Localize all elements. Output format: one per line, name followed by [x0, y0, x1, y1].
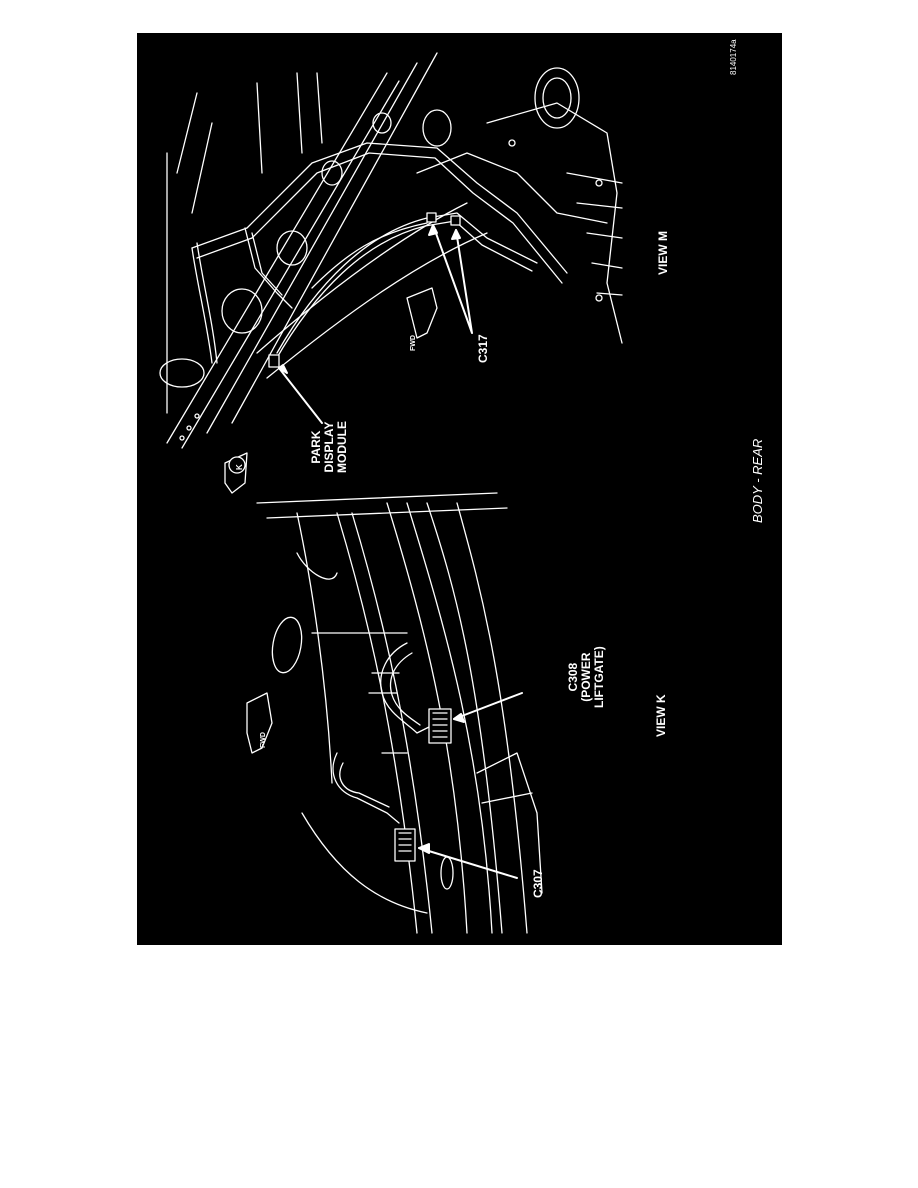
view-k-title: VIEW K	[654, 694, 668, 737]
c308-label: C308 (POWER LIFTGATE)	[566, 646, 606, 708]
wiring-diagram-panel: 8140174a VIEW M C317 PARK DISPLAY MODULE…	[137, 33, 782, 945]
view-m-fwd-label: FWD	[410, 335, 417, 351]
park-display-module-line-3: MODULE	[335, 421, 349, 473]
view-m-fwd-arrows	[224, 287, 438, 494]
view-k-wiring-harness	[332, 642, 452, 862]
view-m-leader-lines	[278, 224, 473, 424]
c307-label: C307	[531, 869, 545, 898]
view-k-fwd-arrow	[246, 692, 273, 754]
park-display-module-label: PARK DISPLAY MODULE	[309, 421, 349, 473]
view-k-leader-lines	[418, 692, 523, 879]
figure-number: 8140174a	[729, 39, 738, 75]
view-ref-k-label: K	[235, 464, 244, 470]
view-k-fwd-label: FWD	[260, 732, 267, 748]
c308-line-3: LIFTGATE)	[592, 646, 606, 708]
view-m-wiring-harness	[191, 142, 568, 368]
view-m-body-structure	[159, 52, 623, 449]
view-m-title: VIEW M	[656, 231, 670, 275]
section-caption: BODY - REAR	[750, 438, 765, 523]
line-art	[159, 52, 623, 934]
c317-label: C317	[476, 334, 490, 363]
view-k-body-structure	[256, 492, 543, 934]
